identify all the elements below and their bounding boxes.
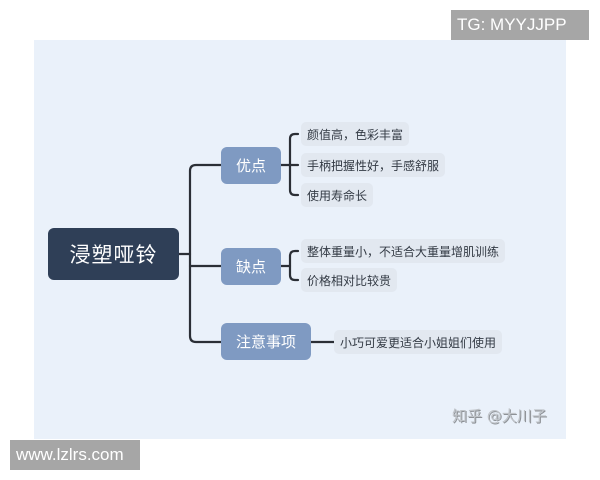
leaf-node[interactable]: 整体重量小，不适合大重量增肌训练 xyxy=(301,239,506,263)
watermark-tg: TG: MYYJJPP xyxy=(451,10,589,40)
branch-label: 缺点 xyxy=(235,258,266,276)
leaf-label: 使用寿命长 xyxy=(307,188,368,203)
branch-node-pros[interactable]: 优点 xyxy=(221,147,281,184)
branch-label: 优点 xyxy=(235,157,266,175)
leaf-label: 小巧可爱更适合小姐姐们使用 xyxy=(340,335,497,350)
branch-node-cons[interactable]: 缺点 xyxy=(221,248,281,285)
leaf-node[interactable]: 使用寿命长 xyxy=(301,183,374,207)
leaf-node[interactable]: 手柄把握性好，手感舒服 xyxy=(301,153,446,177)
author-credit: 知乎 @大川子 xyxy=(452,407,547,425)
leaf-node[interactable]: 小巧可爱更适合小姐姐们使用 xyxy=(334,330,503,354)
leaf-node[interactable]: 价格相对比较贵 xyxy=(301,268,398,292)
leaf-label: 颜值高，色彩丰富 xyxy=(307,127,404,142)
watermark-url: www.lzlrs.com xyxy=(10,440,140,470)
branch-node-notes[interactable]: 注意事项 xyxy=(221,323,311,360)
leaf-label: 整体重量小，不适合大重量增肌训练 xyxy=(307,244,500,259)
leaf-label: 手柄把握性好，手感舒服 xyxy=(307,158,440,173)
branch-label: 注意事项 xyxy=(235,333,296,351)
leaf-node[interactable]: 颜值高，色彩丰富 xyxy=(301,122,410,146)
leaf-label: 价格相对比较贵 xyxy=(307,273,392,288)
root-node-label: 浸塑哑铃 xyxy=(69,243,158,267)
root-node[interactable]: 浸塑哑铃 xyxy=(48,228,179,280)
